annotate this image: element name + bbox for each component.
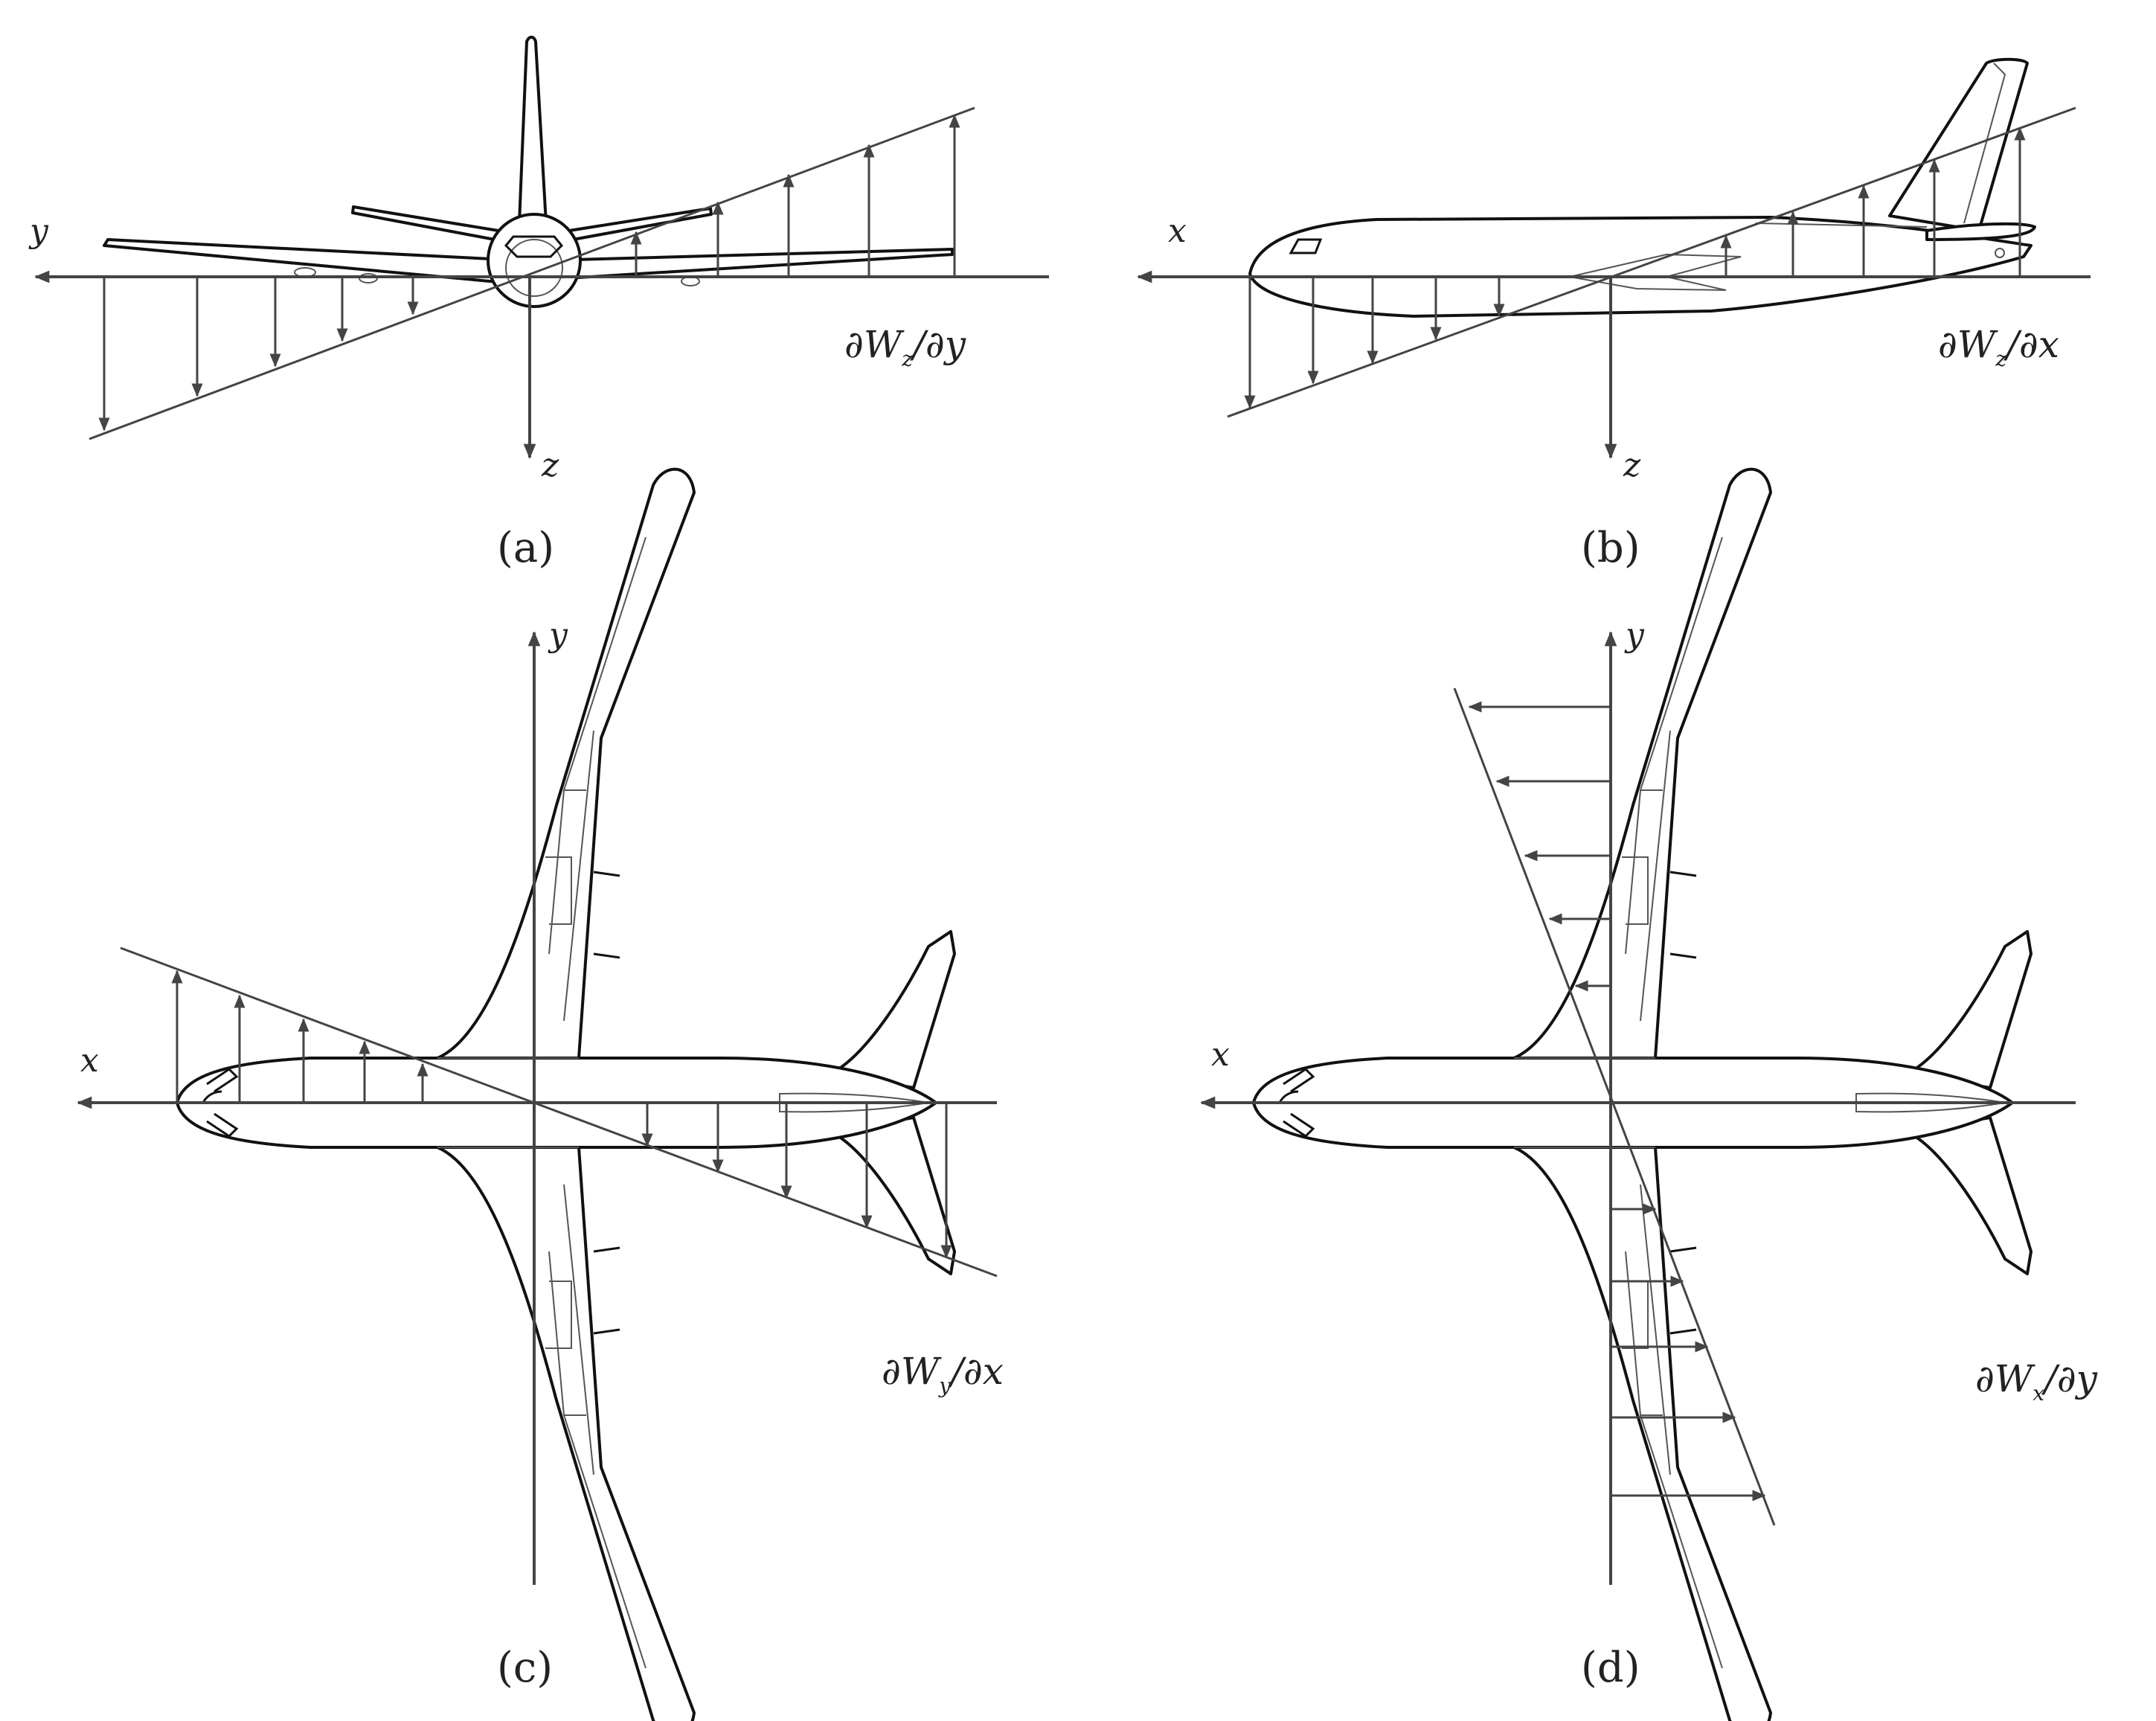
caption-b: (b) — [1581, 524, 1640, 572]
axis-label-y-d: y — [1624, 616, 1645, 654]
gradient-line-c — [120, 946, 998, 1278]
axis-label-x-d: x — [1211, 1036, 1230, 1074]
axis-label-y: y — [28, 212, 49, 250]
airplane-front-view — [103, 36, 954, 308]
panel-a: y z ∂Wz/∂y (a) — [28, 36, 1049, 572]
panel-b: x z ∂Wz/∂x (b) — [1137, 57, 2091, 572]
wind-vectors-b — [1244, 126, 2026, 409]
wind-vectors-a — [98, 114, 960, 432]
wind-vectors-c — [171, 970, 952, 1259]
gradient-line-d — [1453, 688, 1776, 1526]
caption-d: (d) — [1581, 1644, 1640, 1692]
axis-label-x-c: x — [80, 1042, 99, 1080]
axis-label-z: z — [541, 446, 559, 484]
axis-label-z-b: z — [1623, 446, 1641, 484]
airplane-top-view-c — [176, 467, 956, 1721]
wind-vectors-d — [1468, 701, 1766, 1502]
gradient-label-d: ∂Wx/∂y — [1975, 1357, 2098, 1406]
caption-a: (a) — [497, 524, 554, 572]
gradient-label-a: ∂Wz/∂y — [844, 323, 966, 371]
caption-c: (c) — [497, 1644, 553, 1692]
gradient-label-c: ∂Wy/∂x — [882, 1350, 1004, 1398]
panel-c: x y ∂Wy/∂x (c) — [77, 467, 1004, 1721]
axis-label-y-c: y — [548, 616, 568, 654]
gradient-label-b: ∂Wz/∂x — [1938, 323, 2059, 371]
axis-label-x-b: x — [1168, 212, 1187, 250]
airplane-top-view-d — [1252, 467, 2033, 1721]
panel-d: x y ∂Wx/∂y (d) — [1200, 467, 2098, 1721]
gradient-line-a — [89, 106, 975, 440]
